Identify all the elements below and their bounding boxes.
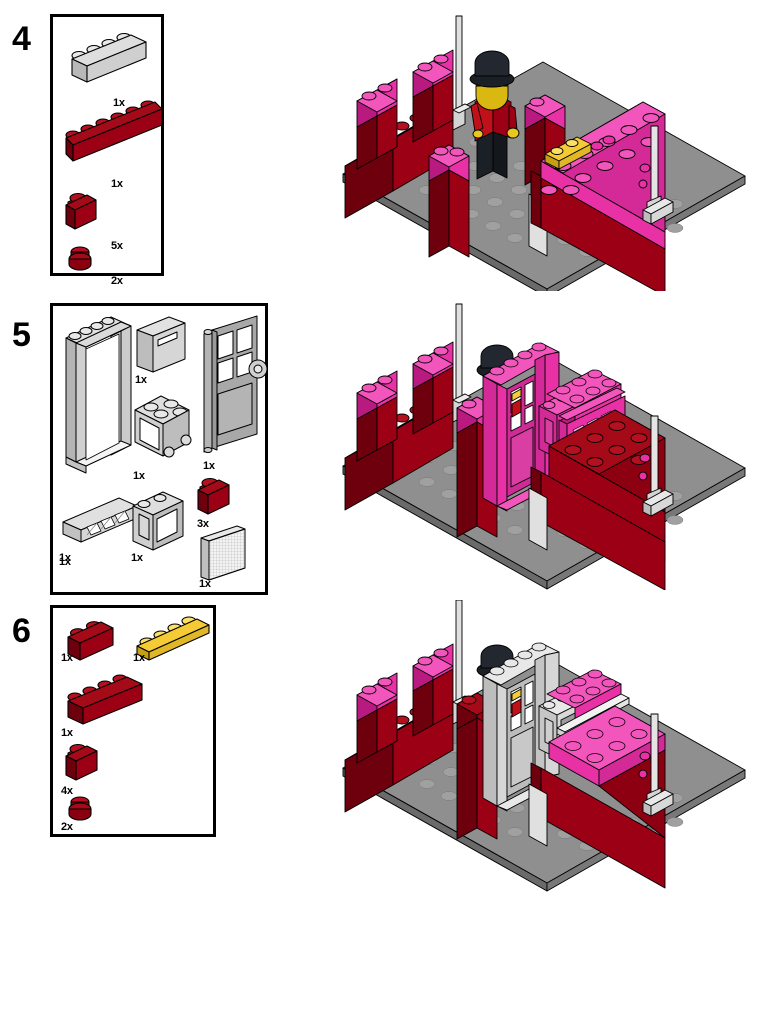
build-render-step-4 [325, 6, 767, 291]
part-brick-1x4-dark-red [59, 668, 151, 734]
part-door-frame-1x4x6 [61, 312, 137, 484]
qty-label: 2x [111, 275, 123, 287]
step-number-4: 4 [12, 20, 31, 58]
part-shutter-panel [131, 314, 193, 380]
qty-label: 1x [133, 652, 145, 664]
part-window-frame-1x2x2 [127, 488, 193, 558]
step-number-6: 6 [12, 612, 31, 650]
qty-label: 1x [113, 97, 125, 109]
part-brick-1x6-dark-red [58, 95, 166, 177]
parts-list-step-4: 1x 1x [50, 14, 166, 287]
step-number-5: 5 [12, 316, 31, 354]
qty-label: 1x [59, 552, 71, 564]
part-brick-1x1-dark-red [61, 187, 103, 239]
qty-label: 1x [111, 178, 123, 190]
parts-list-step-6: 1x 1x [50, 605, 216, 837]
qty-label: 1x [199, 578, 211, 590]
part-brick-1x1-dark-red [61, 738, 105, 792]
part-glass-pane-lattice [195, 524, 253, 586]
part-brick-1x2-dark-red [61, 612, 125, 668]
build-render-step-5 [325, 298, 767, 590]
qty-label: 4x [61, 785, 73, 797]
qty-label: 1x [133, 470, 145, 482]
qty-label: 1x [135, 374, 147, 386]
part-brick-1x4-light-gray [63, 29, 155, 91]
part-fence-1x4x1 [57, 494, 147, 554]
qty-label: 1x [59, 556, 71, 568]
parts-list-step-5: 1x 1x [50, 303, 268, 595]
build-render-step-6 [325, 600, 767, 892]
part-container-2x2x2 [129, 388, 203, 466]
qty-label: 5x [111, 240, 123, 252]
part-door-panel-4-panes [199, 315, 269, 466]
qty-label: 1x [203, 460, 215, 472]
qty-label: 1x [131, 552, 143, 564]
part-plate-1x4-yellow [129, 616, 215, 664]
part-plate-round-1x1-dark-red [61, 242, 103, 276]
qty-label: 1x [61, 727, 73, 739]
part-brick-1x1-dark-red [193, 472, 237, 526]
qty-label: 1x [61, 652, 73, 664]
part-plate-round-1x1-dark-red [61, 792, 103, 826]
qty-label: 3x [197, 518, 209, 530]
qty-label: 2x [61, 821, 73, 833]
